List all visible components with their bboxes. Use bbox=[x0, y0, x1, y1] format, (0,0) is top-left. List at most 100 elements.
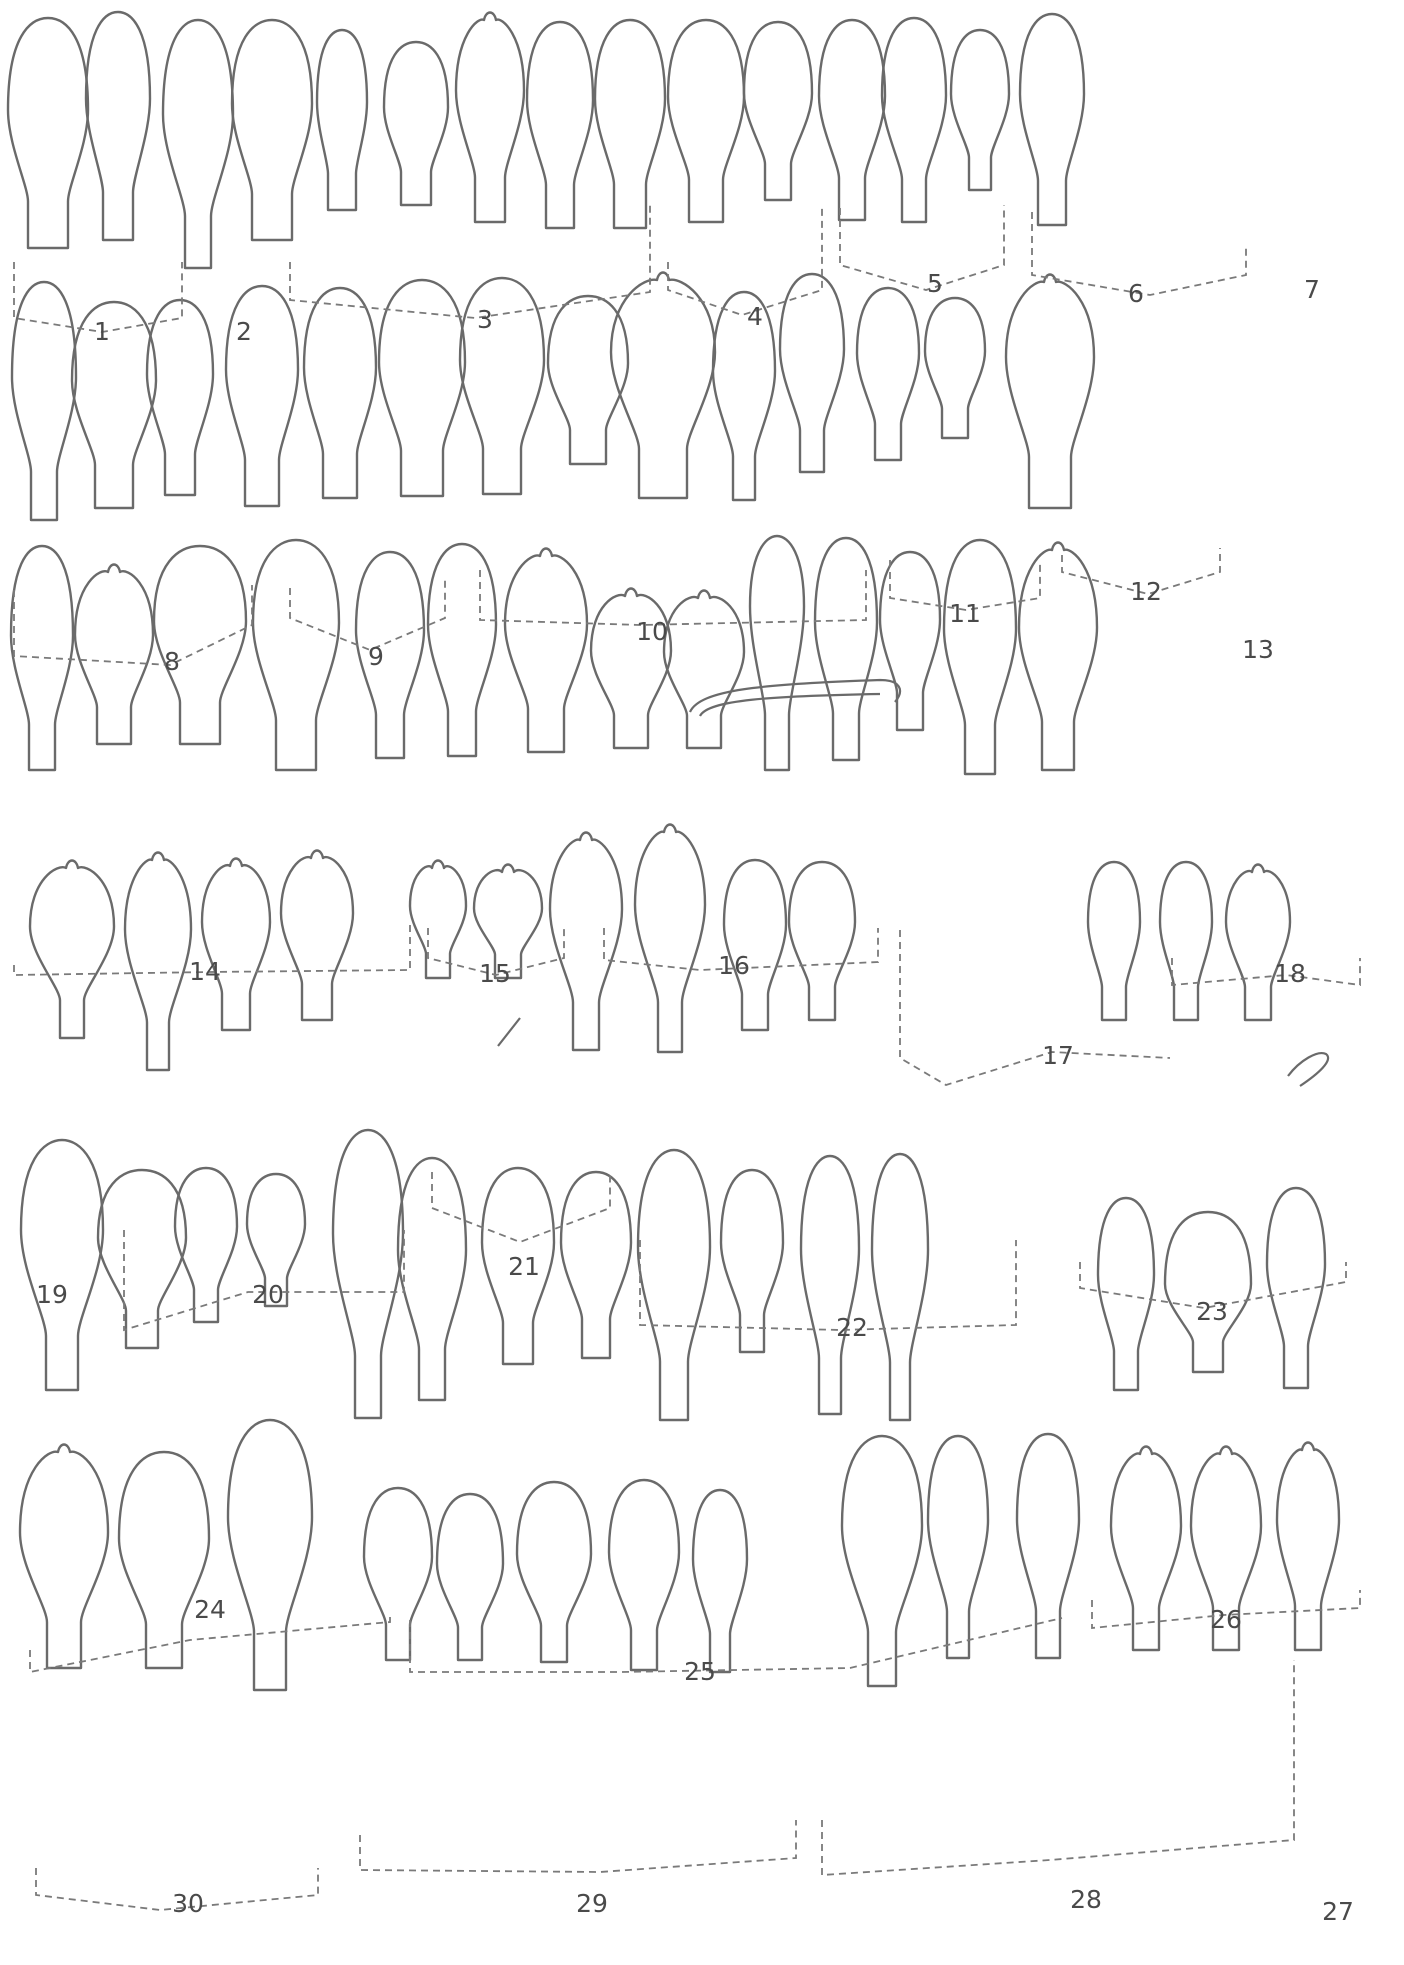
petal-outline bbox=[72, 302, 156, 508]
petal-outline bbox=[12, 282, 76, 520]
petal-outline bbox=[1226, 865, 1290, 1021]
petal-outline bbox=[713, 292, 775, 500]
petal-outline bbox=[664, 591, 744, 749]
petal-outline bbox=[944, 540, 1016, 774]
petal-outline bbox=[304, 288, 376, 498]
group-bracket bbox=[900, 930, 1170, 1085]
petal-outline bbox=[253, 540, 339, 770]
petal-outline bbox=[872, 1154, 928, 1420]
petal-outline bbox=[125, 853, 191, 1071]
petal-outline bbox=[951, 30, 1009, 190]
group-label-21: 21 bbox=[508, 1252, 540, 1281]
petal-outline bbox=[780, 274, 844, 472]
group-bracket bbox=[640, 1240, 1016, 1330]
petal-outline bbox=[228, 1420, 312, 1690]
petal-outline bbox=[356, 552, 424, 758]
group-label-6: 6 bbox=[1128, 279, 1144, 308]
petal-outline bbox=[98, 1170, 186, 1348]
petal-outline bbox=[1088, 862, 1140, 1020]
petal-outline bbox=[857, 288, 919, 460]
petal-outline bbox=[456, 13, 524, 223]
petal-outline bbox=[75, 565, 153, 745]
group-label-5: 5 bbox=[927, 269, 943, 298]
petal-outline bbox=[1019, 543, 1097, 771]
petal-outline bbox=[550, 833, 622, 1051]
petal-outline bbox=[925, 298, 985, 438]
group-label-18: 18 bbox=[1274, 959, 1306, 988]
group-label-14: 14 bbox=[189, 957, 221, 986]
petal-outline bbox=[668, 20, 744, 222]
group-label-8: 8 bbox=[164, 647, 180, 676]
petal-outline bbox=[1277, 1443, 1339, 1651]
group-label-7: 7 bbox=[1304, 275, 1320, 304]
petal-outline bbox=[638, 1150, 710, 1420]
petal-outline bbox=[11, 546, 73, 770]
group-label-30: 30 bbox=[172, 1889, 204, 1918]
petal-outline bbox=[281, 851, 353, 1021]
group-label-13: 13 bbox=[1242, 635, 1274, 664]
petal-outline bbox=[20, 1445, 108, 1669]
group-label-3: 3 bbox=[477, 305, 493, 334]
group-bracket bbox=[432, 1172, 610, 1242]
group-bracket bbox=[360, 1820, 796, 1872]
group-label-2: 2 bbox=[236, 317, 252, 346]
petal-outline bbox=[635, 825, 705, 1053]
group-label-4: 4 bbox=[747, 302, 763, 331]
petal-outline bbox=[819, 20, 885, 220]
petal-outline bbox=[527, 22, 593, 228]
group-bracket bbox=[410, 1618, 1062, 1672]
petal-outline bbox=[1020, 14, 1084, 225]
group-label-25: 25 bbox=[684, 1657, 716, 1686]
petal-outline bbox=[750, 536, 804, 770]
petal-outline bbox=[428, 544, 496, 756]
petal-outline bbox=[505, 549, 587, 753]
petal-outline bbox=[561, 1172, 631, 1358]
group-label-26: 26 bbox=[1210, 1605, 1242, 1634]
petal-outlines bbox=[8, 12, 1339, 1690]
petal-outline bbox=[86, 12, 150, 240]
petal-outline bbox=[364, 1488, 432, 1660]
petal-outline bbox=[721, 1170, 783, 1352]
curved-appendage bbox=[498, 1018, 520, 1046]
petal-outline bbox=[1111, 1447, 1181, 1651]
group-label-24: 24 bbox=[194, 1595, 226, 1624]
petal-outline bbox=[119, 1452, 209, 1668]
group-label-16: 16 bbox=[718, 951, 750, 980]
petal-outline bbox=[609, 1480, 679, 1670]
petal-outline bbox=[398, 1158, 466, 1400]
petal-outline bbox=[232, 20, 312, 240]
petal-outline bbox=[1017, 1434, 1079, 1658]
group-labels: 1234567891011121314151617181920212223242… bbox=[36, 269, 1354, 1926]
group-label-27: 27 bbox=[1322, 1897, 1354, 1926]
group-label-10: 10 bbox=[636, 617, 668, 646]
petal-outline bbox=[1006, 275, 1094, 509]
group-label-20: 20 bbox=[252, 1280, 284, 1309]
petal-outline bbox=[163, 20, 233, 268]
group-label-29: 29 bbox=[576, 1889, 608, 1918]
group-bracket bbox=[480, 570, 866, 625]
petal-outline bbox=[147, 300, 213, 495]
petal-outline bbox=[744, 22, 812, 200]
group-label-19: 19 bbox=[36, 1280, 68, 1309]
petal-outline bbox=[202, 859, 270, 1031]
group-bracket bbox=[822, 1660, 1294, 1875]
group-label-17: 17 bbox=[1042, 1041, 1074, 1070]
petal-outline bbox=[789, 862, 855, 1020]
group-bracket bbox=[14, 585, 252, 665]
petal-outline bbox=[842, 1436, 922, 1686]
petal-outline bbox=[154, 546, 246, 744]
petal-outline bbox=[815, 538, 877, 760]
petal-outline bbox=[1160, 862, 1212, 1020]
group-label-1: 1 bbox=[94, 317, 110, 346]
petal-outline bbox=[317, 30, 367, 210]
petal-outline bbox=[30, 861, 114, 1039]
group-label-15: 15 bbox=[479, 959, 511, 988]
group-label-12: 12 bbox=[1130, 577, 1162, 606]
petal-outline bbox=[517, 1482, 591, 1662]
group-label-9: 9 bbox=[368, 642, 384, 671]
petal-outline bbox=[611, 273, 715, 499]
group-label-22: 22 bbox=[836, 1313, 868, 1342]
petal-outline bbox=[801, 1156, 859, 1414]
group-label-28: 28 bbox=[1070, 1885, 1102, 1914]
petal-outline bbox=[595, 20, 665, 228]
